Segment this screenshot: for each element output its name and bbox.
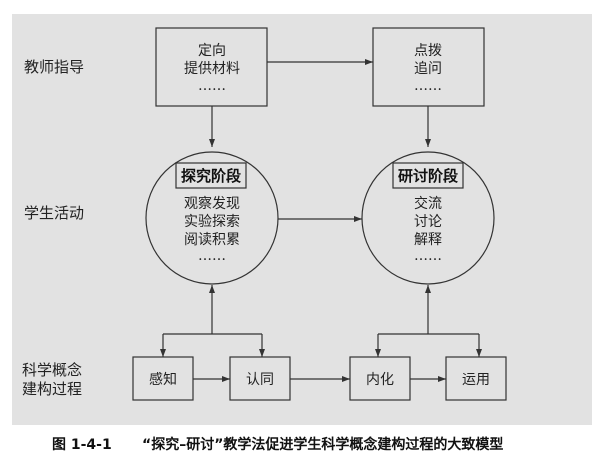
stage-item: 实验探索 (184, 213, 240, 230)
step-label: 内化 (366, 372, 394, 388)
teacher-box-2-line: 点拨 (414, 43, 442, 59)
step-label: 运用 (462, 372, 490, 388)
step-label: 感知 (149, 371, 177, 388)
row-label-concept-1: 科学概念 (22, 361, 82, 379)
step-perceive: 感知 (132, 356, 194, 401)
step-apply: 运用 (445, 356, 507, 401)
caption-number: 图 1-4-1 (52, 437, 112, 453)
teacher-box-2: 点拨 追问 …… (372, 27, 485, 107)
stage-item: 观察发现 (184, 195, 240, 212)
stage-item: 交流 (414, 195, 442, 212)
step-internalize: 内化 (349, 356, 411, 401)
stage-title: 探究阶段 (181, 167, 241, 185)
teacher-box-1-line: 定向 (198, 43, 226, 59)
teacher-box-2-line: 追问 (414, 61, 442, 77)
stage-ellipsis: …… (198, 248, 226, 264)
teacher-box-2-ellipsis: …… (414, 78, 442, 94)
teacher-box-1-ellipsis: …… (198, 78, 226, 94)
row-label-student: 学生活动 (24, 204, 84, 222)
stage-circle-discussion: 研讨阶段 交流 讨论 解释 …… (361, 151, 495, 285)
connector-right (375, 285, 482, 357)
stage-item: 阅读积累 (184, 231, 240, 248)
connector-left (160, 285, 265, 357)
stage-item: 解释 (414, 232, 442, 248)
step-label: 认同 (246, 372, 274, 388)
row-label-teacher: 教师指导 (24, 58, 84, 76)
step-identify: 认同 (229, 356, 291, 401)
stage-title: 研讨阶段 (398, 167, 458, 185)
stage-item: 讨论 (414, 214, 442, 230)
stage-circle-inquiry: 探究阶段 观察发现 实验探索 阅读积累 …… (145, 151, 279, 285)
stage-ellipsis: …… (414, 248, 442, 264)
teacher-box-1: 定向 提供材料 …… (155, 27, 268, 107)
teacher-box-1-line: 提供材料 (184, 61, 240, 77)
caption-text: “探究–研讨”教学法促进学生科学概念建构过程的大致模型 (142, 436, 503, 453)
row-label-concept-2: 建构过程 (22, 380, 82, 398)
